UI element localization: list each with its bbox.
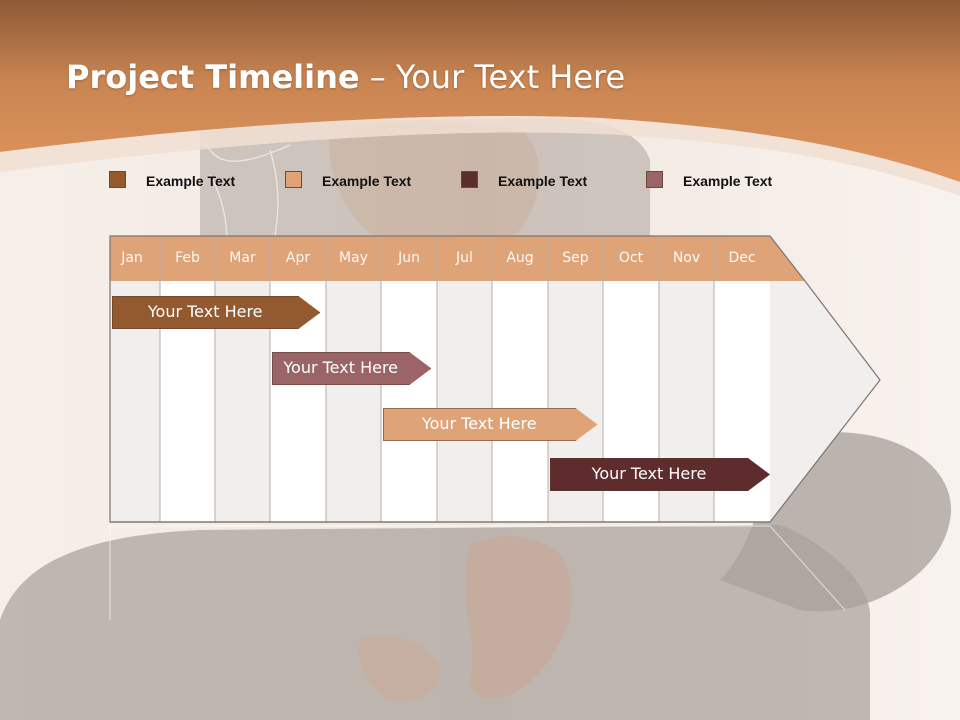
legend-label: Example Text [146,173,236,189]
legend-swatch [461,171,478,188]
month-label-sep: Sep [562,250,589,266]
title-bold-part: Project Timeline [66,58,360,96]
legend-swatch [646,171,663,188]
month-label-apr: Apr [285,250,311,266]
month-label-jan: Jan [121,250,143,266]
task-bar-label: Your Text Here [591,464,707,483]
task-bar-label: Your Text Here [421,414,537,433]
legend-label: Example Text [322,173,412,189]
title-rest-part: – Your Text Here [359,58,626,96]
month-label-jun: Jun [398,250,420,266]
month-label-nov: Nov [672,250,701,266]
task-bar-label: Your Text Here [283,358,399,377]
month-label-aug: Aug [506,250,534,266]
photo-legs-shape [0,525,870,720]
legend-label: Example Text [498,173,588,189]
legend-swatch [109,171,126,188]
month-label-dec: Dec [728,250,756,266]
month-label-may: May [339,250,368,266]
task-bar-label: Your Text Here [147,302,263,321]
task-bar-3[interactable]: Your Text Here [383,408,598,441]
photo-fingers-shape [359,636,441,701]
photo-face-shape [329,121,539,253]
header-swoosh [0,116,960,196]
month-label-mar: Mar [229,250,256,266]
task-bar-4[interactable]: Your Text Here [550,458,770,491]
slide-title: Project Timeline – Your Text Here [66,58,625,96]
month-label-jul: Jul [456,250,473,266]
legend-label: Example Text [683,173,773,189]
photo-hand-shape [465,536,573,699]
month-label-feb: Feb [175,250,200,266]
task-bar-2[interactable]: Your Text Here [272,352,431,385]
month-label-oct: Oct [618,250,644,266]
legend-swatch [285,171,302,188]
header-band [0,0,960,182]
task-bar-1[interactable]: Your Text Here [112,296,320,329]
